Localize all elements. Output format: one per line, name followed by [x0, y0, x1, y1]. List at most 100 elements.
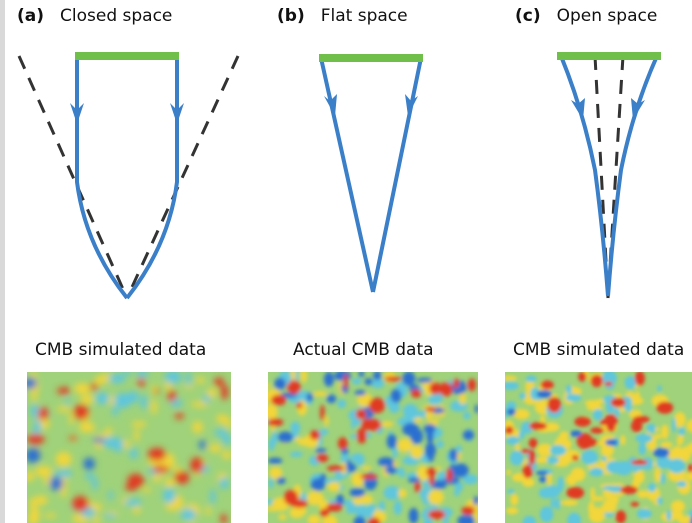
cmb-simulated-map-closed [27, 372, 231, 523]
cmb-spot [375, 508, 380, 515]
cmb-spot [666, 510, 672, 522]
cmb-spot [590, 374, 603, 388]
cmb-spot [326, 394, 337, 404]
cmb-spot [350, 453, 365, 463]
cmb-spot [588, 507, 606, 523]
cmb-spot [453, 378, 460, 389]
cmb-spot [411, 389, 422, 398]
cmb-spot [601, 502, 617, 513]
cmb-spot [190, 401, 209, 407]
cmb-spot [456, 451, 462, 461]
cmb-spot [164, 372, 182, 384]
open-space-diagram [557, 52, 661, 299]
cmb-spot [35, 495, 48, 505]
cmb-spot [634, 390, 641, 406]
cmb-spot [56, 406, 71, 412]
cmb-spot [505, 381, 519, 391]
cmb-spot [656, 456, 672, 469]
cmb-spot [364, 378, 373, 386]
cmb-spot [300, 372, 308, 383]
cmb-spot [383, 485, 401, 500]
cmb-spot [546, 471, 552, 486]
cmb-spot [570, 467, 586, 482]
cmb-spot [141, 487, 152, 492]
cmb-spot [604, 414, 618, 428]
cmb-spot [38, 407, 49, 420]
cmb-spot [688, 463, 692, 473]
cmb-spot [570, 430, 582, 437]
panel-c-label: (c)Open space [515, 6, 657, 26]
cmb-spot [678, 427, 685, 436]
cmb-spot [373, 372, 382, 381]
cmb-spot [654, 434, 662, 439]
cmb-spot [352, 497, 366, 505]
cmb-spot [660, 473, 666, 485]
cmb-spot [320, 404, 325, 421]
cmb-spot [397, 438, 413, 452]
cmb-spot [315, 448, 327, 453]
flat-ray-right [371, 57, 423, 293]
cmb-spot [535, 470, 549, 476]
cmb-spot [565, 393, 582, 402]
cmb-spot [269, 466, 283, 480]
cmb-spot [74, 383, 91, 394]
flat-arrow-left [324, 94, 337, 116]
cmb-spot [307, 514, 321, 523]
cmb-spot [310, 478, 326, 491]
cmb-spot [268, 506, 283, 512]
cmb-spot [407, 477, 421, 483]
panel-b-label: (b)Flat space [277, 6, 408, 26]
cmb-spot [131, 421, 147, 427]
cmb-spot [174, 471, 190, 484]
cmb-spot [315, 454, 329, 463]
cmb-spot [108, 490, 114, 500]
cmb-spot [322, 515, 338, 523]
cmb-spot [162, 487, 176, 504]
cmb-spot [104, 513, 117, 519]
closed-ray-right [125, 56, 179, 300]
panel-c-title: Open space [556, 6, 658, 26]
cmb-spot [27, 434, 45, 445]
cmb-spot [393, 500, 402, 515]
cmb-spot [319, 428, 329, 436]
cmb-fluctuations [27, 372, 231, 523]
cmb-spot [661, 424, 669, 439]
cmb-spot [638, 442, 646, 456]
cmb-spot [221, 434, 231, 445]
cmb-spot [336, 494, 344, 506]
cmb-spot [574, 416, 591, 427]
cmb-spot [351, 378, 362, 385]
cmb-spot [413, 417, 423, 423]
cmb-spot [167, 390, 176, 402]
cmb-spot [505, 426, 514, 435]
cmb-spot [93, 514, 99, 523]
cmb-spot [80, 394, 94, 405]
cmb-spot [366, 418, 382, 432]
cmb-spot [357, 392, 373, 408]
geometry-diagrams [17, 52, 661, 300]
cmb-spot [457, 380, 466, 392]
cmb-spot [648, 482, 656, 493]
cmb-spot [324, 415, 329, 427]
cmb-spot [210, 488, 216, 505]
cmb-spot [309, 430, 321, 440]
cmb-spot [676, 435, 682, 446]
cmb-spot [55, 470, 61, 479]
cmb-spot [540, 415, 546, 425]
cmb-spot [69, 411, 74, 426]
cmb-spot [428, 471, 435, 486]
cmb-spot [520, 449, 532, 454]
cmb-spot [565, 384, 572, 395]
cmb-spot [506, 436, 520, 445]
cmb-spot [268, 383, 271, 388]
cmb-spot [108, 373, 126, 384]
cmb-spot [600, 443, 614, 457]
cmb-spot [207, 388, 217, 398]
cmb-spot [327, 481, 341, 492]
cmb-spot [581, 450, 599, 465]
cmb-spot [540, 380, 554, 390]
closed-space-diagram [17, 52, 240, 300]
cmb-spot [286, 385, 301, 391]
cmb-spot [129, 448, 138, 460]
cmb-spot [428, 489, 444, 505]
